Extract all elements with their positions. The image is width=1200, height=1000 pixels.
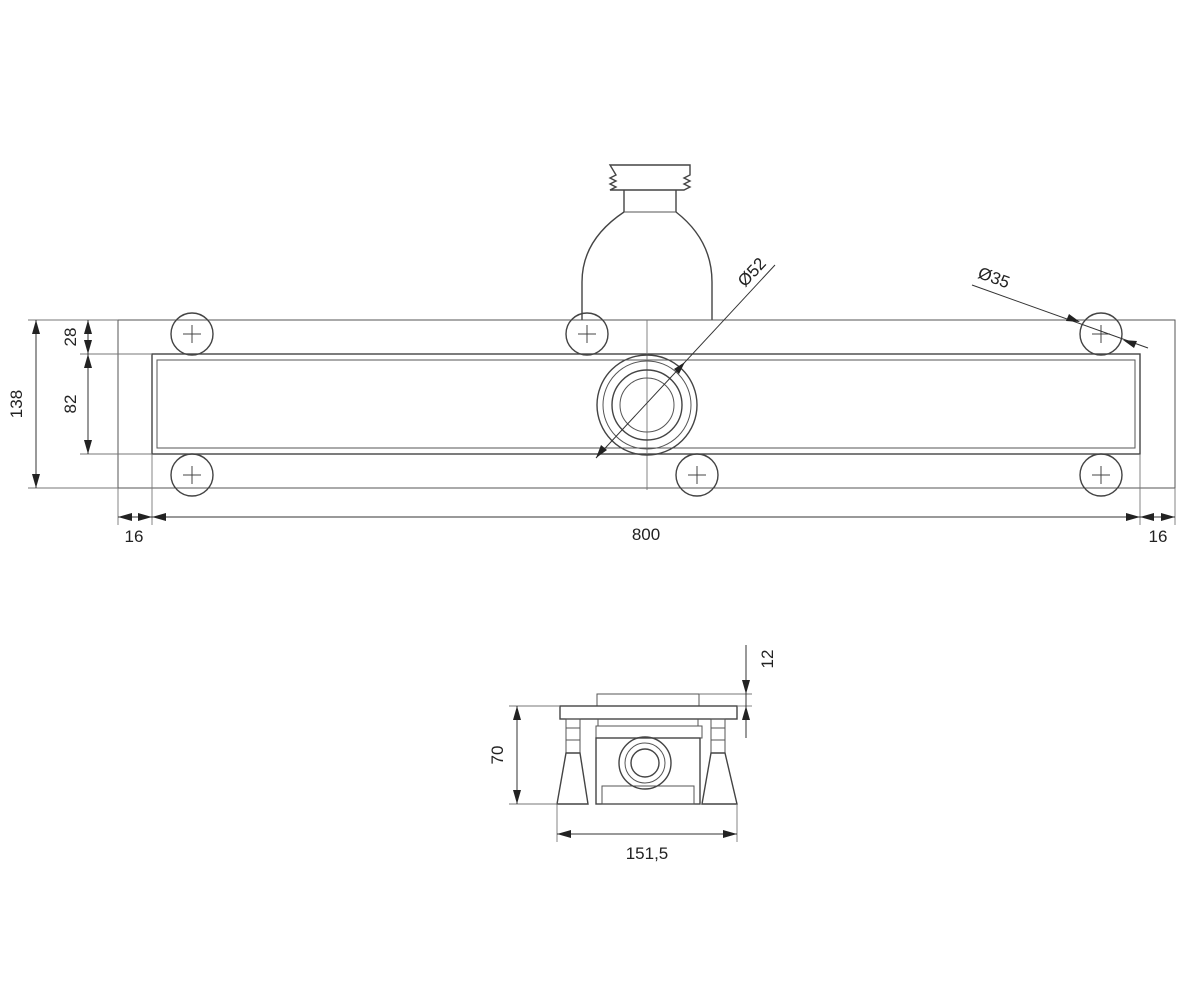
dim-label-28: 28 — [61, 328, 80, 347]
side-grate — [596, 693, 700, 707]
outer-frame — [117, 319, 1176, 489]
side-view: 12 70 151,5 — [488, 645, 777, 863]
foot-top-left — [170, 312, 214, 356]
dim-body-height: 70 — [488, 705, 560, 805]
outlet-pipe — [581, 164, 713, 320]
foot-top-center — [565, 312, 609, 356]
dim-label-151-5: 151,5 — [626, 844, 669, 863]
side-foot-left — [556, 718, 589, 805]
dim-label-12: 12 — [758, 650, 777, 669]
dim-grate-height: 12 — [699, 645, 777, 738]
dim-outlet-diameter: Ø52 — [595, 254, 776, 459]
foot-top-right — [1079, 312, 1123, 356]
dim-label-o52: Ø52 — [734, 254, 770, 290]
side-outlet — [618, 736, 672, 790]
dim-total-height: 138 — [7, 319, 118, 489]
top-view: 138 28 82 16 800 — [7, 164, 1176, 546]
side-body — [595, 737, 701, 805]
side-foot-right — [701, 718, 738, 805]
outlet-drain — [596, 354, 698, 456]
dim-side-width: 151,5 — [556, 804, 738, 863]
dim-horizontal: 16 800 16 — [117, 454, 1176, 546]
channel-body — [151, 353, 1141, 455]
side-top-plate — [559, 705, 738, 720]
channel-inner — [156, 359, 1136, 449]
dim-label-138: 138 — [7, 390, 26, 418]
dim-label-16-right: 16 — [1149, 527, 1168, 546]
dim-flange-and-channel: 28 82 — [61, 320, 152, 455]
foot-bottom-left — [170, 453, 214, 497]
foot-bottom-right — [1079, 453, 1123, 497]
dim-label-16-left: 16 — [125, 527, 144, 546]
dim-label-70: 70 — [488, 746, 507, 765]
dim-label-800: 800 — [632, 525, 660, 544]
foot-bottom-center — [675, 453, 719, 497]
dim-label-82: 82 — [61, 395, 80, 414]
